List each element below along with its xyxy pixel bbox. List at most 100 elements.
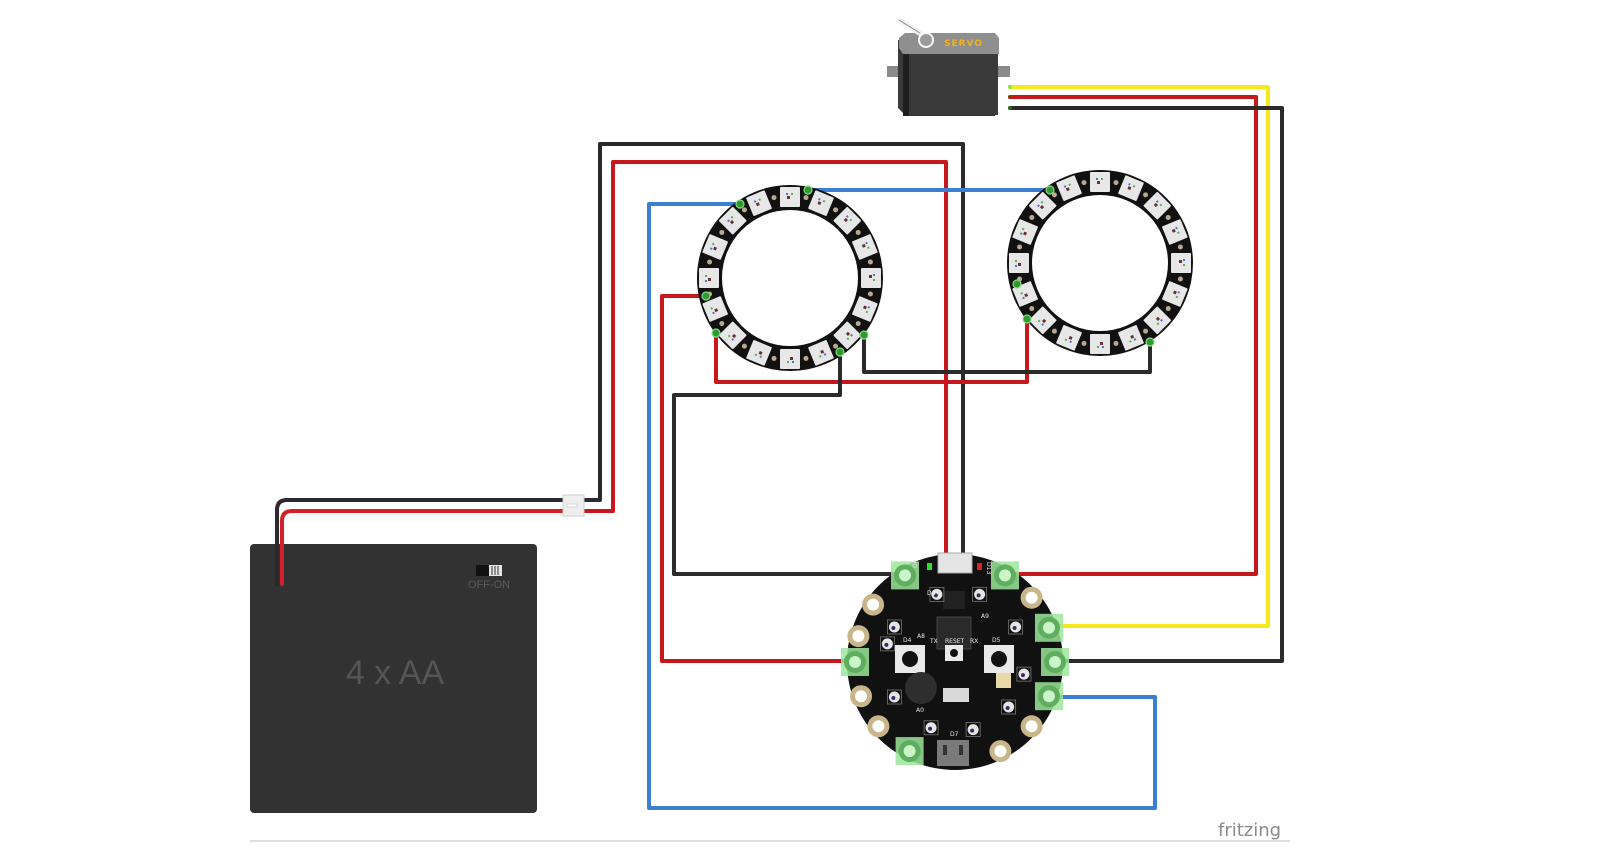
neopixel-led bbox=[1028, 191, 1057, 220]
ring-pin-connector[interactable] bbox=[1012, 279, 1022, 289]
ring-solder-pad bbox=[867, 291, 873, 297]
board-body bbox=[847, 554, 1063, 770]
ring-hole bbox=[722, 210, 858, 346]
neopixel-led bbox=[1056, 325, 1082, 351]
battery-switch-label: OFF-ON bbox=[468, 579, 510, 591]
label-reset: RESET bbox=[945, 638, 965, 645]
wire-connector-ground[interactable] bbox=[581, 142, 965, 561]
wire-servo-ground[interactable] bbox=[1008, 106, 1284, 663]
ring-pin-connector[interactable] bbox=[1145, 337, 1155, 347]
ring-hole bbox=[1032, 195, 1168, 331]
ring-solder-pad bbox=[867, 259, 873, 265]
circuit-playground-board[interactable]: On D13 D4 D5 RESET TX RX A9 A8 D8 A0 D7 bbox=[841, 552, 1069, 770]
ring-solder-pad bbox=[719, 321, 725, 327]
ring-pin-connector[interactable] bbox=[803, 185, 813, 195]
ring-pin-connector[interactable] bbox=[1045, 185, 1055, 195]
ring-solder-pad bbox=[1029, 306, 1035, 312]
neopixel-led bbox=[1090, 172, 1110, 192]
wire-ring1-data-in[interactable] bbox=[647, 202, 1157, 810]
neopixel-led bbox=[833, 206, 862, 235]
ring-solder-pad bbox=[833, 343, 839, 349]
ring-pin-connector[interactable] bbox=[701, 291, 711, 301]
ring-solder-pad bbox=[803, 355, 809, 361]
ring-solder-pad bbox=[1143, 328, 1149, 334]
neopixel-led bbox=[780, 187, 800, 207]
ring-solder-pad bbox=[771, 195, 777, 201]
board-neopixel bbox=[879, 636, 895, 652]
servo-label: SERVO bbox=[944, 39, 983, 49]
neopixel-led bbox=[746, 340, 772, 366]
wire-ring-ground-bridge[interactable] bbox=[862, 333, 1152, 374]
ring-solder-pad bbox=[1177, 276, 1183, 282]
board-neopixel bbox=[886, 619, 902, 635]
ring-solder-pad bbox=[1177, 244, 1183, 250]
ring-pin-connector[interactable] bbox=[1022, 314, 1032, 324]
label-d7: D7 bbox=[950, 731, 959, 738]
board-neopixel bbox=[1008, 619, 1024, 635]
ring-pin-connector[interactable] bbox=[859, 330, 869, 340]
neopixel-ring-1[interactable] bbox=[697, 185, 883, 371]
neopixel-led bbox=[1143, 191, 1172, 220]
wire-ring1-ground[interactable] bbox=[672, 350, 905, 576]
neopixel-led bbox=[702, 234, 728, 260]
button-d4[interactable] bbox=[895, 645, 925, 673]
ring-solder-pad bbox=[833, 207, 839, 213]
neopixel-led bbox=[746, 190, 772, 216]
ring-solder-pad bbox=[1165, 306, 1171, 312]
ring-solder-pad bbox=[719, 229, 725, 235]
ring-solder-pad bbox=[741, 207, 747, 213]
neopixel-led bbox=[852, 296, 878, 322]
neopixel-led bbox=[1056, 175, 1082, 201]
neopixel-led bbox=[833, 321, 862, 350]
neopixel-led bbox=[808, 340, 834, 366]
battery-label: 4 x AA bbox=[346, 654, 445, 692]
neopixel-led bbox=[702, 296, 728, 322]
neopixel-led bbox=[1090, 334, 1110, 354]
slide-switch[interactable] bbox=[943, 688, 969, 702]
battery-switch[interactable] bbox=[476, 565, 502, 576]
wire-connector-power[interactable] bbox=[581, 160, 948, 561]
wire-battery-power[interactable] bbox=[280, 509, 568, 586]
neopixel-ring-2[interactable] bbox=[1007, 170, 1193, 356]
wire-ring1-power[interactable] bbox=[660, 294, 859, 663]
battery-pack[interactable]: 4 x AA OFF-ON bbox=[250, 544, 537, 813]
ring-pin-connector[interactable] bbox=[711, 328, 721, 338]
servo-motor[interactable]: SERVO bbox=[887, 17, 1012, 116]
board-neopixel bbox=[972, 586, 988, 602]
ring-pin-connector[interactable] bbox=[735, 199, 745, 209]
ring-solder-pad bbox=[1081, 180, 1087, 186]
wire-servo-power[interactable] bbox=[1002, 95, 1258, 576]
ring-solder-pad bbox=[1051, 328, 1057, 334]
wire-battery-ground[interactable] bbox=[275, 498, 568, 586]
ring-solder-pad bbox=[1051, 192, 1057, 198]
label-d5: D5 bbox=[992, 637, 1001, 644]
neopixel-led bbox=[1118, 325, 1144, 351]
neopixel-led bbox=[1028, 306, 1057, 335]
label-a0: A0 bbox=[916, 707, 924, 714]
button-reset[interactable] bbox=[945, 645, 963, 661]
neopixel-led bbox=[780, 349, 800, 369]
wire-ring-power-bridge[interactable] bbox=[714, 317, 1029, 384]
board-neopixel bbox=[929, 586, 945, 602]
speaker bbox=[905, 672, 937, 704]
board-neopixel bbox=[965, 722, 981, 738]
battery-jst-connector[interactable] bbox=[562, 494, 585, 517]
neopixel-led bbox=[861, 268, 881, 288]
ring-solder-pad bbox=[707, 259, 713, 265]
ring-solder-pad bbox=[855, 321, 861, 327]
neopixel-led bbox=[1162, 219, 1188, 245]
wire-servo-signal[interactable] bbox=[1008, 85, 1270, 628]
neopixel-led bbox=[718, 321, 747, 350]
fritzing-watermark: fritzing bbox=[1218, 820, 1281, 841]
button-d5[interactable] bbox=[984, 645, 1014, 673]
label-d4: D4 bbox=[903, 637, 912, 644]
neopixel-led bbox=[1012, 219, 1038, 245]
neopixel-led bbox=[1143, 306, 1172, 335]
ring-solder-pad bbox=[1113, 180, 1119, 186]
microphone bbox=[996, 673, 1011, 688]
ring-solder-pad bbox=[771, 355, 777, 361]
board-neopixel bbox=[1016, 666, 1032, 682]
usb-port bbox=[937, 552, 973, 574]
ring-pin-connector[interactable] bbox=[835, 347, 845, 357]
